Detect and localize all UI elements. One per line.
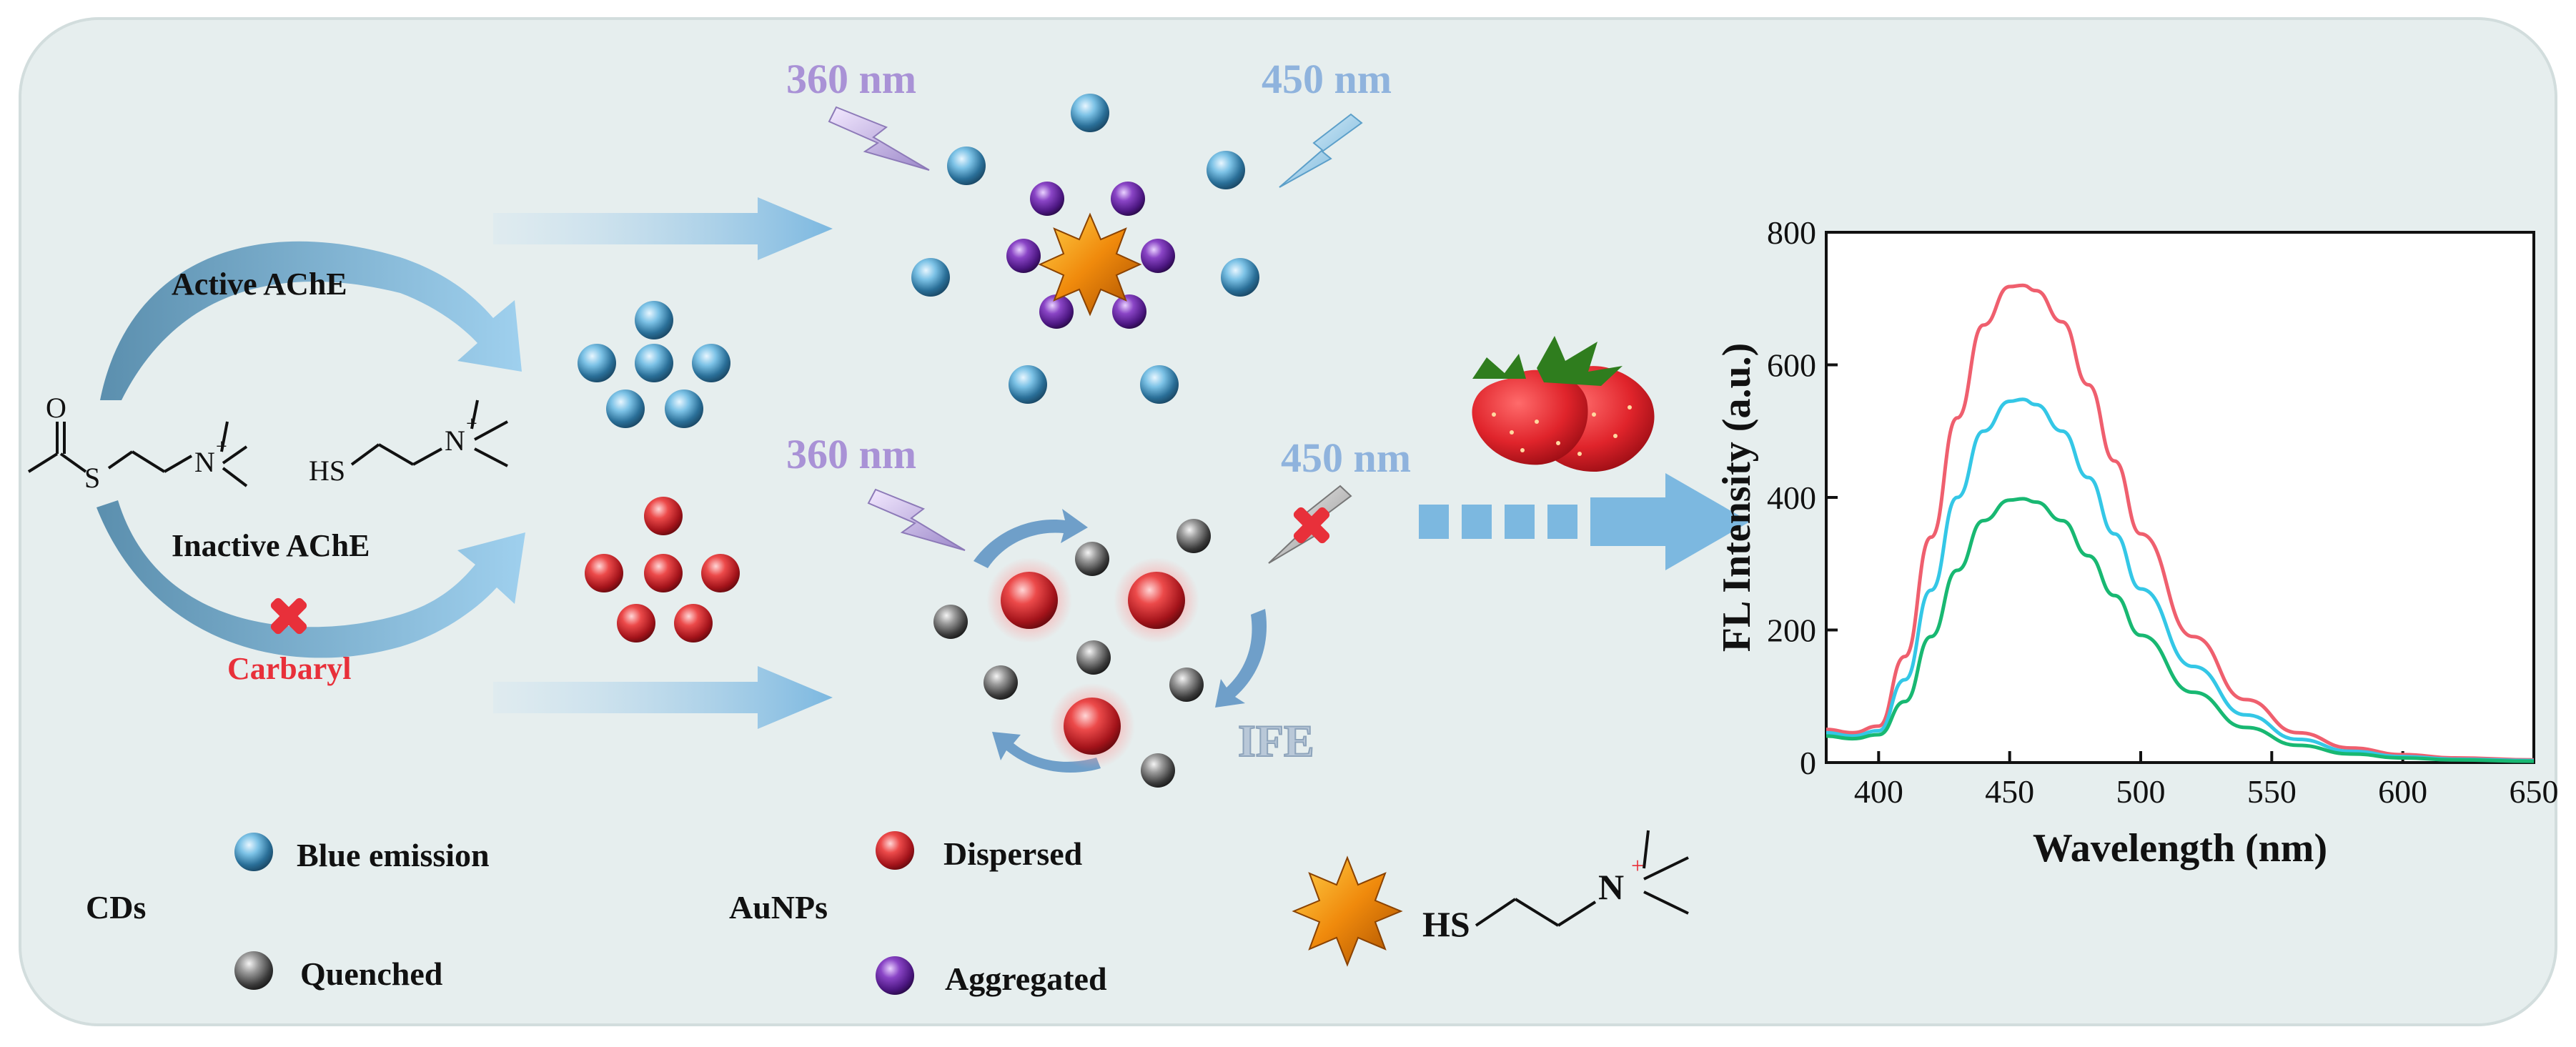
arrow-to-top-panel bbox=[493, 197, 833, 260]
chart-series-group bbox=[1826, 283, 2535, 763]
chart-x-tick-label: 650 bbox=[2510, 773, 2559, 810]
top-excitation-bolt-icon bbox=[828, 106, 930, 171]
cds-cluster-blue bbox=[578, 301, 730, 428]
top-thiocholine-star-icon bbox=[1038, 212, 1142, 317]
bottom-panel: 360 nm 450 nm bbox=[786, 431, 1411, 788]
active-ache-label: Active AChE bbox=[172, 267, 347, 302]
bottom-excitation-label: 360 nm bbox=[786, 431, 916, 477]
bottom-dispersed-aunps bbox=[986, 557, 1199, 769]
acetylthiocholine-structure bbox=[27, 421, 248, 487]
chart-series-line-3 bbox=[1826, 497, 2535, 763]
strawberry-icon bbox=[1472, 336, 1655, 472]
chart-x-tick-label: 450 bbox=[1985, 773, 2034, 810]
chart-x-axis: 400 450 500 550 600 650 bbox=[1854, 751, 2559, 810]
legend-dispersed-icon bbox=[876, 831, 914, 870]
inactive-arc-arrow bbox=[96, 500, 525, 658]
aunps-cluster-red bbox=[585, 497, 740, 642]
chart-y-tick-label: 200 bbox=[1767, 612, 1816, 649]
chart-y-tick-label: 600 bbox=[1767, 347, 1816, 384]
thiocholine-hs-label: HS bbox=[1422, 904, 1470, 944]
dashed-arrow-to-chart bbox=[1419, 473, 1750, 570]
product-hs-label: HS bbox=[309, 455, 345, 487]
active-arc-arrow bbox=[100, 241, 522, 400]
thiocholine-nitrogen-label: N bbox=[1598, 867, 1624, 907]
chart-y-tick-label: 0 bbox=[1800, 745, 1816, 781]
inhibition-cross-icon bbox=[270, 597, 307, 635]
chart-y-axis-label: FL Intensity (a.u.) bbox=[1715, 343, 1759, 652]
legend-cds-label: CDs bbox=[86, 889, 146, 926]
chart-y-axis: 0 200 400 600 800 bbox=[1767, 214, 1838, 781]
thiocholine-product-structure bbox=[350, 400, 508, 467]
reaction-scheme: Active AChE Inactive AChE Carbaryl O S N… bbox=[27, 241, 525, 686]
substrate-charge-label: + bbox=[216, 436, 227, 458]
top-panel: 360 nm 450 nm bbox=[786, 56, 1392, 404]
legend-quenched-label: Quenched bbox=[300, 956, 443, 992]
legend-dispersed-label: Dispersed bbox=[943, 835, 1083, 872]
chart-x-tick-label: 400 bbox=[1854, 773, 1903, 810]
chart-y-tick-label: 400 bbox=[1767, 480, 1816, 516]
legend-quenched-icon bbox=[234, 951, 273, 990]
legend-blue-emission-icon bbox=[234, 833, 273, 871]
legend-blue-emission-label: Blue emission bbox=[297, 837, 490, 873]
bottom-excitation-bolt-icon bbox=[867, 488, 966, 551]
chart-plot-area bbox=[1825, 231, 2535, 764]
chart-x-axis-label: Wavelength (nm) bbox=[2033, 826, 2327, 870]
chart-x-tick-label: 550 bbox=[2247, 773, 2297, 810]
substrate-sulfur-label: S bbox=[84, 462, 100, 494]
legend-aunps-label: AuNPs bbox=[729, 889, 828, 926]
bottom-emission-label: 450 nm bbox=[1281, 435, 1411, 481]
arrow-to-bottom-panel bbox=[493, 666, 833, 729]
chart-series-line-1 bbox=[1826, 283, 2535, 762]
emission-blocked-cross-icon bbox=[1293, 507, 1330, 544]
product-charge-label: + bbox=[466, 413, 477, 435]
bottom-quenched-cds bbox=[933, 519, 1211, 788]
top-emission-label: 450 nm bbox=[1262, 56, 1392, 102]
substrate-nitrogen-label: N bbox=[194, 446, 215, 478]
thiocholine-star-icon bbox=[1292, 855, 1403, 967]
substrate-oxygen-label: O bbox=[46, 392, 66, 424]
ife-label: IFE bbox=[1238, 715, 1314, 766]
thiocholine-legend: HS N + bbox=[1292, 830, 1689, 967]
top-cds-ring bbox=[911, 94, 1259, 404]
legend: CDs Blue emission Quenched AuNPs Dispers… bbox=[86, 831, 1107, 997]
chart-series-line-2 bbox=[1826, 397, 2535, 763]
legend-aggregated-icon bbox=[876, 956, 914, 995]
top-aggregated-aunps bbox=[1006, 182, 1175, 329]
inactive-ache-label: Inactive AChE bbox=[172, 528, 370, 563]
carbaryl-label: Carbaryl bbox=[227, 651, 352, 686]
fluorescence-spectrum-chart: 0 200 400 600 800 400 450 500 550 600 650 Wavelen… bbox=[1715, 214, 2559, 870]
product-nitrogen-label: N bbox=[445, 425, 465, 457]
chart-x-tick-label: 600 bbox=[2378, 773, 2427, 810]
legend-aggregated-label: Aggregated bbox=[945, 961, 1107, 997]
chart-x-tick-label: 500 bbox=[2116, 773, 2166, 810]
chart-y-tick-label: 800 bbox=[1767, 214, 1816, 251]
top-excitation-label: 360 nm bbox=[786, 56, 916, 102]
thiocholine-charge-label: + bbox=[1631, 853, 1644, 878]
top-emission-bolt-icon bbox=[1279, 113, 1363, 188]
